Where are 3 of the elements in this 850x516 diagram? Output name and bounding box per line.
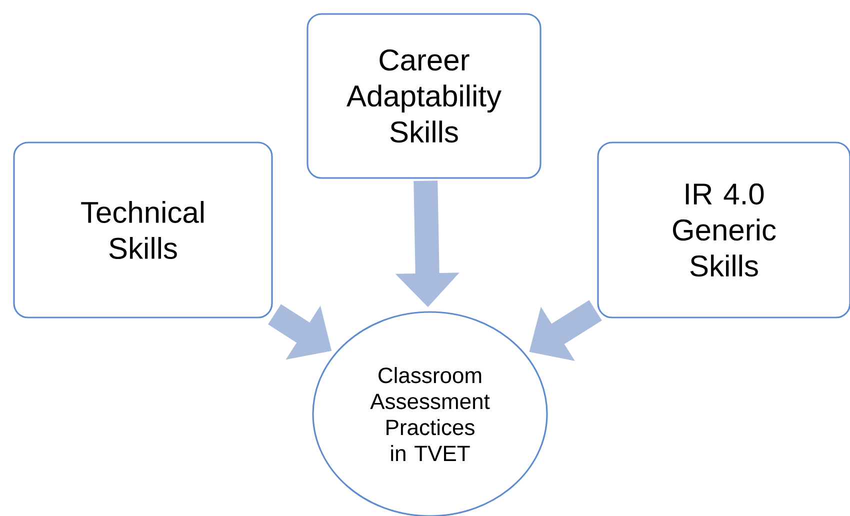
skill-box: Career Adaptability Skills (306, 13, 542, 179)
skill-box: IR 4.0 Generic Skills (597, 142, 850, 318)
skill-box: Technical Skills (13, 142, 273, 318)
